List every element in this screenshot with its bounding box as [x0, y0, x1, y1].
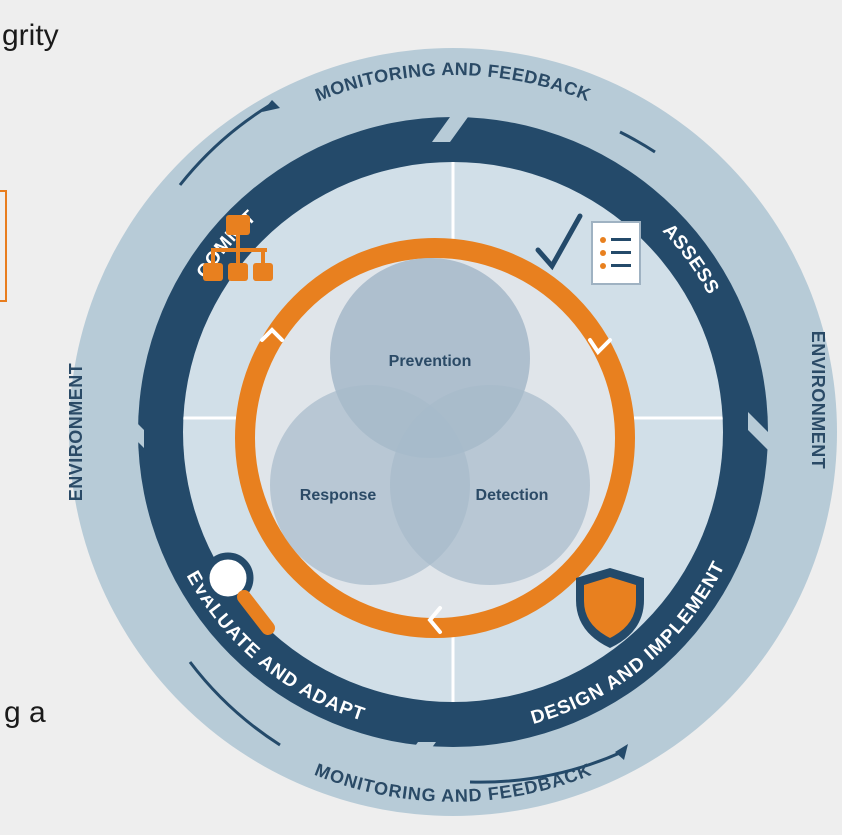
- outer-label-right: ENVIRONMENT: [808, 331, 828, 470]
- orange-ring-chevrons: [260, 327, 612, 634]
- shield-icon: [576, 568, 644, 648]
- venn-detection: [390, 385, 590, 585]
- arrow-heads: [262, 100, 628, 760]
- venn-label-prevention: Prevention: [389, 353, 472, 370]
- org-chart-icon: [203, 215, 273, 281]
- ring-chevrons: [104, 92, 788, 792]
- venn-label-response: Response: [300, 487, 377, 504]
- cropped-text-top: grity: [2, 19, 59, 52]
- outer-label-left: ENVIRONMENT: [66, 363, 86, 502]
- checklist-icon: [535, 213, 641, 285]
- magnifier-icon: [202, 552, 275, 635]
- cropped-text-bottom: g a: [4, 696, 46, 729]
- cropped-orange-box-edge: [0, 190, 7, 302]
- venn-label-detection: Detection: [476, 487, 549, 504]
- feedback-arrows: [178, 103, 656, 784]
